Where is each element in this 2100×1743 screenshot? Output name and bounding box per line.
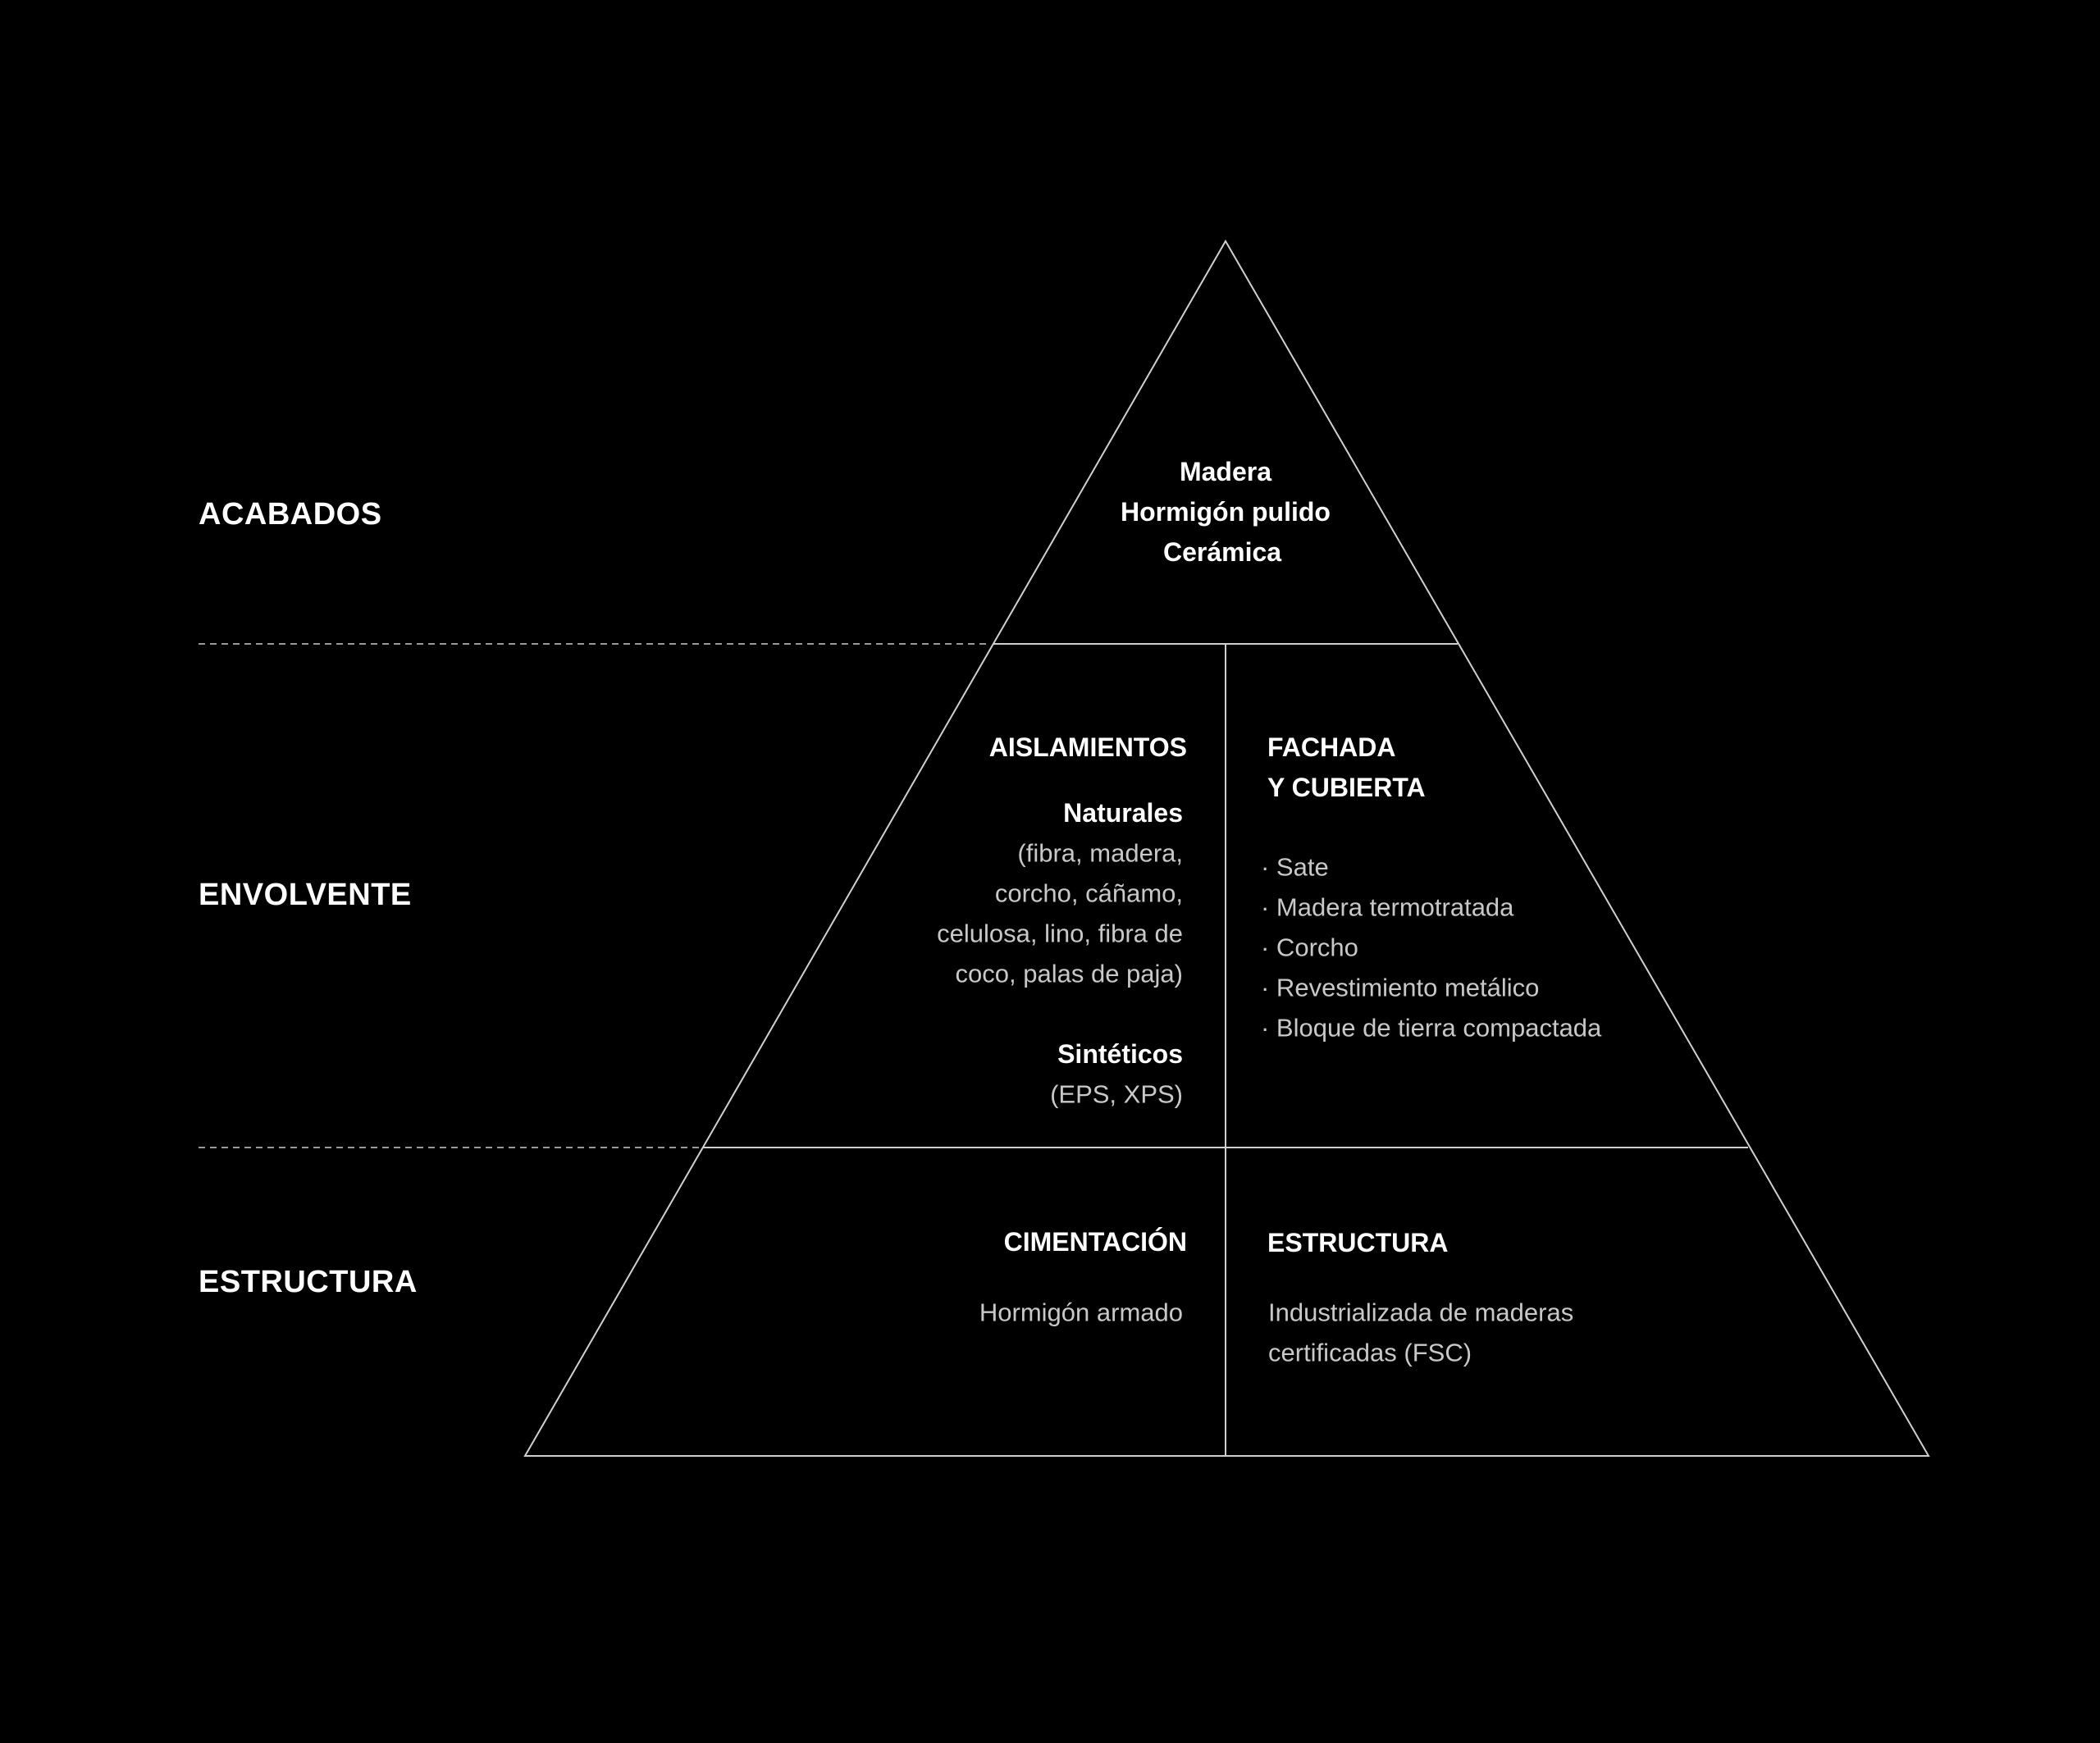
sinteticos-text: (EPS, XPS) <box>1050 1079 1183 1109</box>
fachada-title: FACHADA <box>1267 732 1396 762</box>
naturales-line: coco, palas de paja) <box>955 959 1183 988</box>
fachada-item: · Bloque de tierra compactada <box>1261 1013 1602 1043</box>
estructura-text: Industrializada de maderas <box>1268 1298 1574 1327</box>
naturales-line: (fibra, madera, <box>1017 838 1183 868</box>
acabados-item: Hormigón pulido <box>1121 497 1331 527</box>
acabados-item: Madera <box>1179 457 1272 486</box>
fachada-item: · Corcho <box>1261 933 1358 962</box>
naturales-line: corcho, cáñamo, <box>994 878 1183 908</box>
estructura-text: certificadas (FSC) <box>1268 1338 1472 1367</box>
level-label-estructura: ESTRUCTURA <box>199 1265 418 1299</box>
acabados-item: Cerámica <box>1162 537 1282 567</box>
fachada-item: · Madera termotratada <box>1261 892 1514 922</box>
naturales-title: Naturales <box>1063 798 1183 828</box>
aislamientos-title: AISLAMIENTOS <box>988 732 1187 762</box>
level-label-envolvente: ENVOLVENTE <box>199 878 412 912</box>
fachada-item: · Sate <box>1261 852 1329 882</box>
pyramid-outline <box>523 240 1930 1457</box>
sinteticos-title: Sintéticos <box>1057 1039 1183 1069</box>
fachada-item: · Revestimiento metálico <box>1261 973 1540 1002</box>
level-label-acabados: ACABADOS <box>199 497 382 532</box>
cimentacion-title: CIMENTACIÓN <box>1003 1227 1187 1257</box>
cimentacion-text: Hormigón armado <box>979 1298 1183 1327</box>
naturales-line: celulosa, lino, fibra de <box>937 919 1183 948</box>
fachada-title: Y CUBIERTA <box>1267 773 1426 802</box>
estructura-title: ESTRUCTURA <box>1267 1228 1449 1257</box>
